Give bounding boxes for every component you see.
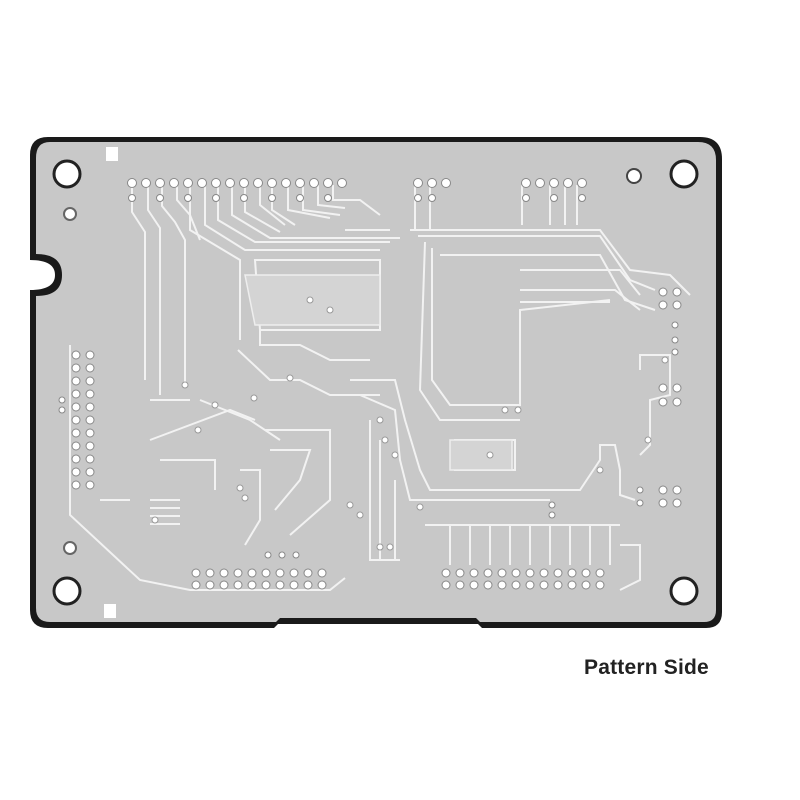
mounting-holes: [52, 159, 699, 606]
left-header-pads: [58, 350, 95, 490]
bottom-left-header-pads: [191, 551, 327, 590]
bottom-right-header-pads: [441, 501, 605, 590]
right-side-pads: [636, 287, 682, 508]
figure-caption: Pattern Side: [584, 656, 709, 679]
mounting-hole-bottom-left: [52, 576, 82, 606]
small-hole-left-upper: [63, 207, 77, 221]
mounting-hole-top-left: [52, 159, 82, 189]
small-hole-top-right: [626, 168, 642, 184]
mounting-hole-bottom-right: [669, 576, 699, 606]
small-hole-left-lower: [63, 541, 77, 555]
fiducial-bottom: [104, 604, 116, 618]
vias: [151, 296, 669, 551]
fiducial-top: [106, 147, 118, 161]
mounting-hole-top-right: [669, 159, 699, 189]
top-header-pads: [127, 178, 587, 202]
board-surface: [36, 142, 716, 622]
